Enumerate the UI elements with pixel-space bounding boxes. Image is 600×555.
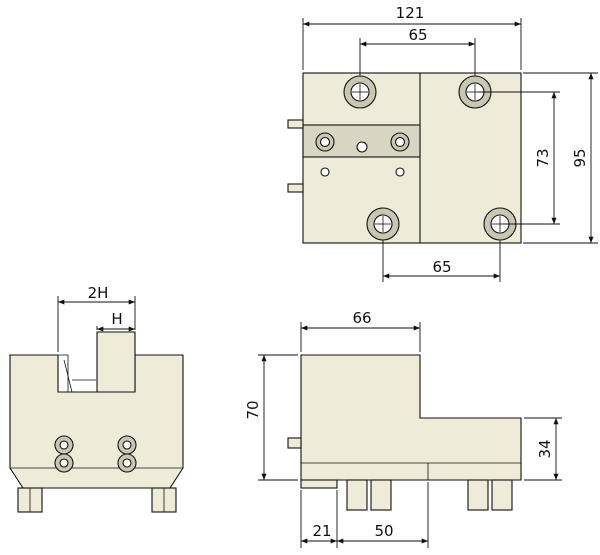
dim-front-slot-inner: H bbox=[111, 310, 122, 328]
front-view: 2H H bbox=[9, 284, 184, 513]
dim-side-height: 70 bbox=[244, 400, 262, 419]
top-view: 121 65 65 73 95 bbox=[287, 4, 598, 282]
dim-top-width: 121 bbox=[396, 4, 425, 22]
side-view-body bbox=[300, 354, 522, 481]
dim-side-offset: 21 bbox=[312, 522, 331, 540]
dim-top-height-outer: 95 bbox=[571, 148, 589, 167]
top-screw-upper-right bbox=[458, 75, 492, 109]
dim-side-foot-spacing: 50 bbox=[374, 522, 393, 540]
dim-top-height-inner: 73 bbox=[534, 148, 552, 167]
front-view-body bbox=[9, 354, 184, 489]
side-view: 66 70 34 21 50 bbox=[244, 309, 562, 548]
top-screw-lower-right bbox=[483, 207, 517, 241]
dim-front-slot-outer: 2H bbox=[88, 284, 109, 302]
top-screw-upper-left bbox=[343, 75, 377, 109]
top-screw-lower-left bbox=[366, 207, 400, 241]
dim-top-hole-spacing-upper: 65 bbox=[408, 26, 427, 44]
dim-top-hole-spacing-lower: 65 bbox=[432, 258, 451, 276]
dim-side-step-height: 34 bbox=[536, 439, 554, 458]
side-feet bbox=[346, 479, 513, 511]
dim-side-top-width: 66 bbox=[352, 309, 371, 327]
